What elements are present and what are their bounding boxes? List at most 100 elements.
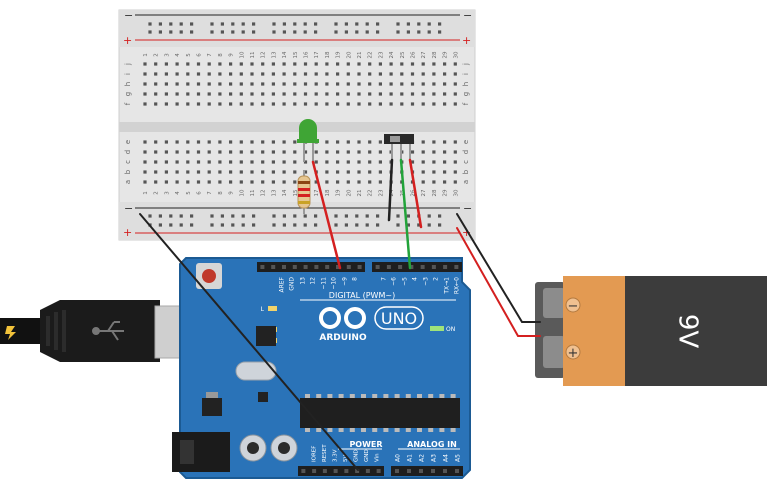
breadboard-hole[interactable] xyxy=(250,150,254,154)
breadboard-hole[interactable] xyxy=(421,102,425,106)
breadboard-hole[interactable] xyxy=(261,150,265,154)
breadboard-hole[interactable] xyxy=(196,82,201,86)
breadboard-hole[interactable] xyxy=(164,82,168,86)
breadboard-hole[interactable] xyxy=(175,72,179,76)
breadboard-hole[interactable] xyxy=(410,82,415,86)
breadboard-hole[interactable] xyxy=(453,102,457,106)
header-pin-hole[interactable] xyxy=(312,469,317,473)
breadboard-hole[interactable] xyxy=(325,62,329,66)
rail-hole[interactable] xyxy=(169,223,173,227)
breadboard-hole[interactable] xyxy=(336,170,340,174)
rail-hole[interactable] xyxy=(158,30,162,34)
breadboard-hole[interactable] xyxy=(196,140,201,144)
breadboard-hole[interactable] xyxy=(368,180,372,184)
breadboard-hole[interactable] xyxy=(239,150,243,154)
wire-switch-to-ground-rail[interactable] xyxy=(387,158,394,222)
breadboard-hole[interactable] xyxy=(421,150,425,154)
breadboard-hole[interactable] xyxy=(282,62,286,66)
breadboard-hole[interactable] xyxy=(175,180,179,184)
rail-hole[interactable] xyxy=(220,214,224,218)
breadboard-hole[interactable] xyxy=(357,150,361,154)
rail-hole[interactable] xyxy=(148,30,152,34)
header-pin-hole[interactable] xyxy=(395,469,399,473)
breadboard-hole[interactable] xyxy=(282,82,286,86)
header-pin-hole[interactable] xyxy=(365,469,370,473)
wire-switch-to-pin4[interactable] xyxy=(399,158,412,270)
breadboard-hole[interactable] xyxy=(271,102,275,106)
breadboard-hole[interactable] xyxy=(250,72,254,76)
breadboard-hole[interactable] xyxy=(239,72,243,76)
rail-hole[interactable] xyxy=(334,22,338,26)
breadboard-hole[interactable] xyxy=(186,82,190,86)
breadboard-hole[interactable] xyxy=(453,150,457,154)
breadboard-hole[interactable] xyxy=(357,92,361,96)
rail-hole[interactable] xyxy=(282,223,286,227)
breadboard-hole[interactable] xyxy=(325,72,329,76)
breadboard-hole[interactable] xyxy=(453,82,457,86)
breadboard-hole[interactable] xyxy=(164,92,168,96)
breadboard-hole[interactable] xyxy=(357,82,361,86)
rail-hole[interactable] xyxy=(314,30,318,34)
breadboard-hole[interactable] xyxy=(196,180,201,184)
breadboard-hole[interactable] xyxy=(196,92,201,96)
breadboard-hole[interactable] xyxy=(410,102,415,106)
breadboard-hole[interactable] xyxy=(432,180,436,184)
breadboard-hole[interactable] xyxy=(239,92,243,96)
breadboard-hole[interactable] xyxy=(314,160,318,164)
breadboard-hole[interactable] xyxy=(207,82,211,86)
breadboard-hole[interactable] xyxy=(368,102,372,106)
rail-hole[interactable] xyxy=(314,22,318,26)
breadboard-hole[interactable] xyxy=(164,102,168,106)
rail-hole[interactable] xyxy=(417,30,421,34)
rail-hole[interactable] xyxy=(334,223,338,227)
breadboard-hole[interactable] xyxy=(378,72,382,76)
rail-hole[interactable] xyxy=(365,22,369,26)
wire-led-to-pin10[interactable] xyxy=(311,160,342,270)
header-pin-hole[interactable] xyxy=(407,469,411,473)
breadboard-hole[interactable] xyxy=(336,150,340,154)
breadboard-hole[interactable] xyxy=(389,82,393,86)
breadboard-hole[interactable] xyxy=(218,102,222,106)
rail-hole[interactable] xyxy=(252,22,256,26)
breadboard-hole[interactable] xyxy=(175,62,179,66)
breadboard-hole[interactable] xyxy=(239,62,243,66)
header-pin-hole[interactable] xyxy=(431,265,436,269)
rail-hole[interactable] xyxy=(179,214,183,218)
breadboard-hole[interactable] xyxy=(143,62,147,66)
rail-hole[interactable] xyxy=(376,22,380,26)
breadboard-hole[interactable] xyxy=(368,150,372,154)
rail-hole[interactable] xyxy=(241,214,245,218)
breadboard-hole[interactable] xyxy=(421,170,425,174)
breadboard-hole[interactable] xyxy=(410,150,415,154)
wire-ground-rail-to-arduino-gnd[interactable] xyxy=(139,213,359,471)
breadboard-hole[interactable] xyxy=(154,160,158,164)
breadboard-hole[interactable] xyxy=(293,180,297,184)
breadboard-hole[interactable] xyxy=(389,92,393,96)
breadboard-hole[interactable] xyxy=(261,92,265,96)
rail-hole[interactable] xyxy=(396,22,400,26)
rail-hole[interactable] xyxy=(334,30,338,34)
breadboard-hole[interactable] xyxy=(410,160,415,164)
breadboard-hole[interactable] xyxy=(271,92,275,96)
rail-hole[interactable] xyxy=(158,214,162,218)
rail-hole[interactable] xyxy=(220,22,224,26)
breadboard-hole[interactable] xyxy=(218,170,222,174)
rail-hole[interactable] xyxy=(396,214,400,218)
breadboard-hole[interactable] xyxy=(218,62,222,66)
breadboard-hole[interactable] xyxy=(271,180,275,184)
breadboard-hole[interactable] xyxy=(400,102,404,106)
breadboard-hole[interactable] xyxy=(389,72,393,76)
breadboard-hole[interactable] xyxy=(250,92,254,96)
breadboard-hole[interactable] xyxy=(207,92,211,96)
rail-hole[interactable] xyxy=(314,214,318,218)
breadboard-hole[interactable] xyxy=(314,102,318,106)
rail-hole[interactable] xyxy=(231,22,235,26)
rail-hole[interactable] xyxy=(396,223,400,227)
breadboard-hole[interactable] xyxy=(261,102,265,106)
rail-hole[interactable] xyxy=(376,30,380,34)
breadboard-hole[interactable] xyxy=(378,92,382,96)
rail-hole[interactable] xyxy=(376,214,380,218)
breadboard-hole[interactable] xyxy=(453,160,457,164)
header-pin-hole[interactable] xyxy=(443,265,448,269)
rail-hole[interactable] xyxy=(303,223,307,227)
